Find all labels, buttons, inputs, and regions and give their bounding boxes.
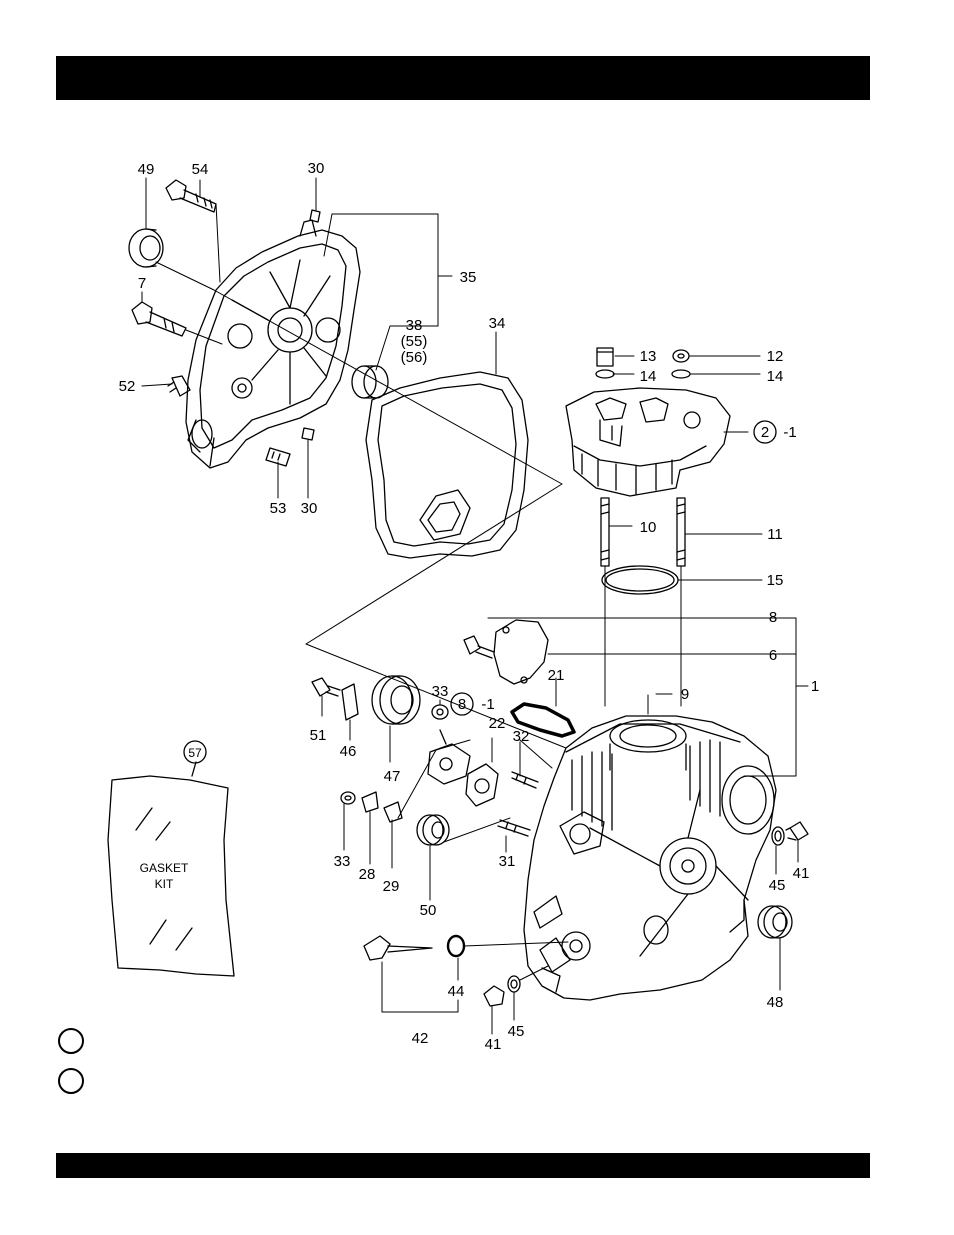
label-41-bottom: 41 (485, 1036, 502, 1053)
label-15: 15 (767, 572, 784, 589)
label-35: 35 (460, 269, 477, 286)
label-22: 22 (489, 715, 506, 732)
oil-seal-49 (129, 229, 163, 267)
label-33-top: 33 (432, 683, 449, 700)
label-47: 47 (384, 768, 401, 785)
cover-6 (494, 620, 548, 684)
label-50: 50 (420, 902, 437, 919)
label-38: 38 (406, 317, 423, 334)
stud-11 (677, 498, 685, 566)
label-7-circled: 8 (458, 696, 466, 713)
label-51: 51 (310, 727, 327, 744)
gasket-22 (466, 764, 498, 806)
gasket-34 (366, 372, 528, 558)
label-42: 42 (412, 1030, 429, 1047)
label-1: 1 (811, 678, 819, 695)
label-32: 32 (513, 728, 530, 745)
nut-33-bottom (341, 792, 355, 804)
label-28: 28 (359, 866, 376, 883)
bearing-47 (372, 676, 420, 724)
label-14-left: 14 (640, 368, 657, 385)
assembly-reference-lines (214, 290, 681, 842)
label-21: 21 (548, 667, 565, 684)
plug-41-right (786, 822, 808, 840)
plug-41-bottom (484, 986, 504, 1006)
part-labels: 49 54 30 35 7 38 (55) (56) 34 52 53 30 1… (119, 160, 820, 1053)
label-33-bottom: 33 (334, 853, 351, 870)
label-7-suffix: -1 (481, 696, 494, 713)
label-30-top: 30 (308, 160, 325, 177)
label-10: 10 (640, 519, 657, 536)
label-41-right: 41 (793, 865, 810, 882)
gasket-kit-line2: KIT (155, 877, 174, 891)
label-13: 13 (640, 348, 657, 365)
crankcase (524, 716, 776, 1000)
label-31: 31 (499, 853, 516, 870)
label-45-right: 45 (769, 877, 786, 894)
label-56: (56) (401, 349, 428, 366)
label-46: 46 (340, 743, 357, 760)
label-12: 12 (767, 348, 784, 365)
stud-10 (601, 498, 609, 566)
plug-52 (168, 376, 190, 396)
pin-30-bottom (302, 428, 314, 440)
washer-45-right (772, 827, 784, 845)
bearing-38 (352, 366, 388, 398)
gear-case-cover (186, 220, 360, 468)
part-29 (384, 802, 402, 822)
governor-plate (428, 730, 470, 784)
label-14-right: 14 (767, 368, 784, 385)
label-54: 54 (192, 161, 209, 178)
label-44: 44 (448, 983, 465, 1000)
gasket-kit-line1: GASKET (140, 861, 189, 875)
label-8: 7 (138, 275, 146, 292)
footer-bar (56, 1153, 870, 1178)
label-57: 57 (188, 746, 202, 760)
label-2-circled: 2 (761, 424, 769, 441)
label-52: 52 (119, 378, 136, 395)
stud-32 (512, 772, 538, 788)
label-55: (55) (401, 333, 428, 350)
leader-lines (142, 178, 808, 1034)
label-9: 9 (681, 686, 689, 703)
label-2-suffix: -1 (783, 424, 796, 441)
bearing-50 (417, 815, 449, 845)
label-49-top: 49 (138, 161, 155, 178)
pin-30-top (310, 210, 320, 222)
legend-marker-2 (58, 1068, 84, 1094)
gasket-15 (602, 566, 678, 594)
oil-seal-48 (758, 906, 792, 938)
label-45-bottom: 45 (508, 1023, 525, 1040)
label-30-bottom: 30 (301, 500, 318, 517)
legend-marker-1 (58, 1028, 84, 1054)
washer-45-bottom (508, 976, 520, 992)
bolt-54 (166, 180, 216, 212)
o-ring-44 (448, 936, 464, 956)
nut-33-top (432, 705, 448, 719)
label-11: 11 (767, 526, 783, 543)
part-28 (362, 792, 378, 812)
bolt-7 (464, 636, 494, 658)
label-34: 34 (489, 315, 506, 332)
label-7: 8 (769, 609, 777, 626)
bolt-8 (132, 302, 186, 336)
dipstick-42 (364, 936, 432, 960)
label-48: 48 (767, 994, 784, 1011)
plate-46 (342, 684, 358, 720)
bolt-51 (312, 678, 340, 696)
label-53: 53 (270, 500, 287, 517)
stud-31 (498, 820, 530, 836)
label-6: 6 (769, 647, 777, 664)
label-29: 29 (383, 878, 400, 895)
